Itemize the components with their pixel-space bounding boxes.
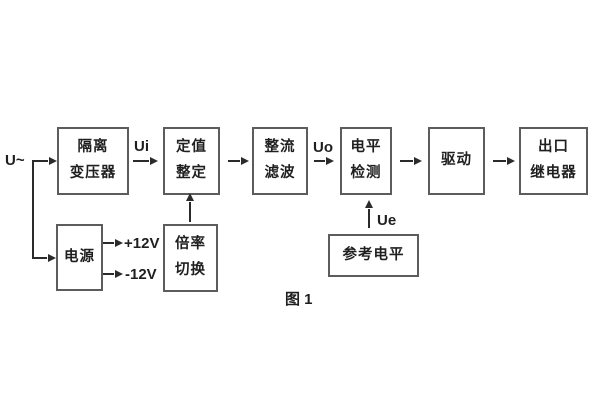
input-feed-vertical-line	[32, 160, 34, 259]
arrow-drive-to-relay	[493, 160, 506, 162]
arrow-reference-to-level	[368, 209, 370, 228]
block-label: 切换	[175, 262, 206, 278]
block-output-relay: 出口 继电器	[519, 127, 588, 195]
block-label: 电源	[64, 248, 95, 265]
block-value-setting: 定值 整定	[163, 127, 220, 195]
block-power-supply: 电源	[56, 224, 103, 291]
block-label: 继电器	[530, 165, 577, 181]
block-level-detection: 电平 检测	[340, 127, 392, 195]
block-label: 参考电平	[342, 246, 405, 263]
pos12v-label: +12V	[124, 235, 160, 252]
arrow-power-neg12	[103, 273, 114, 275]
block-label: 隔离	[77, 139, 109, 156]
arrow-setting-to-rectifier	[228, 160, 240, 162]
arrow-ratio-to-setting	[189, 202, 191, 222]
block-isolation-transformer: 隔离 变压器	[57, 127, 129, 195]
block-label: 倍率	[175, 236, 206, 253]
ue-signal-label: Ue	[377, 212, 397, 229]
block-label: 整定	[176, 165, 207, 181]
block-rectifier-filter: 整流 滤波	[252, 127, 308, 195]
block-label: 出口	[538, 139, 569, 156]
block-label: 电平	[350, 139, 382, 156]
ui-signal-label: Ui	[134, 138, 149, 155]
block-drive: 驱动	[428, 127, 485, 195]
block-label: 定值	[176, 139, 207, 156]
figure-caption: 图 1	[285, 291, 313, 308]
block-label: 驱动	[441, 152, 472, 169]
uo-signal-label: Uo	[313, 139, 333, 156]
block-reference-level: 参考电平	[328, 234, 419, 277]
block-label: 检测	[350, 165, 382, 181]
block-label: 滤波	[264, 165, 296, 181]
arrow-rectifier-to-level	[314, 160, 325, 162]
arrow-input-to-power	[32, 257, 47, 259]
neg12v-label: -12V	[125, 266, 157, 283]
arrow-power-pos12	[103, 242, 114, 244]
arrow-level-to-drive	[400, 160, 413, 162]
arrow-input-to-transformer	[32, 160, 48, 162]
input-signal-label: U~	[5, 152, 25, 169]
block-label: 变压器	[69, 165, 117, 181]
block-label: 整流	[264, 139, 296, 156]
arrow-transformer-to-setting	[133, 160, 149, 162]
block-ratio-switching: 倍率 切换	[163, 224, 218, 292]
